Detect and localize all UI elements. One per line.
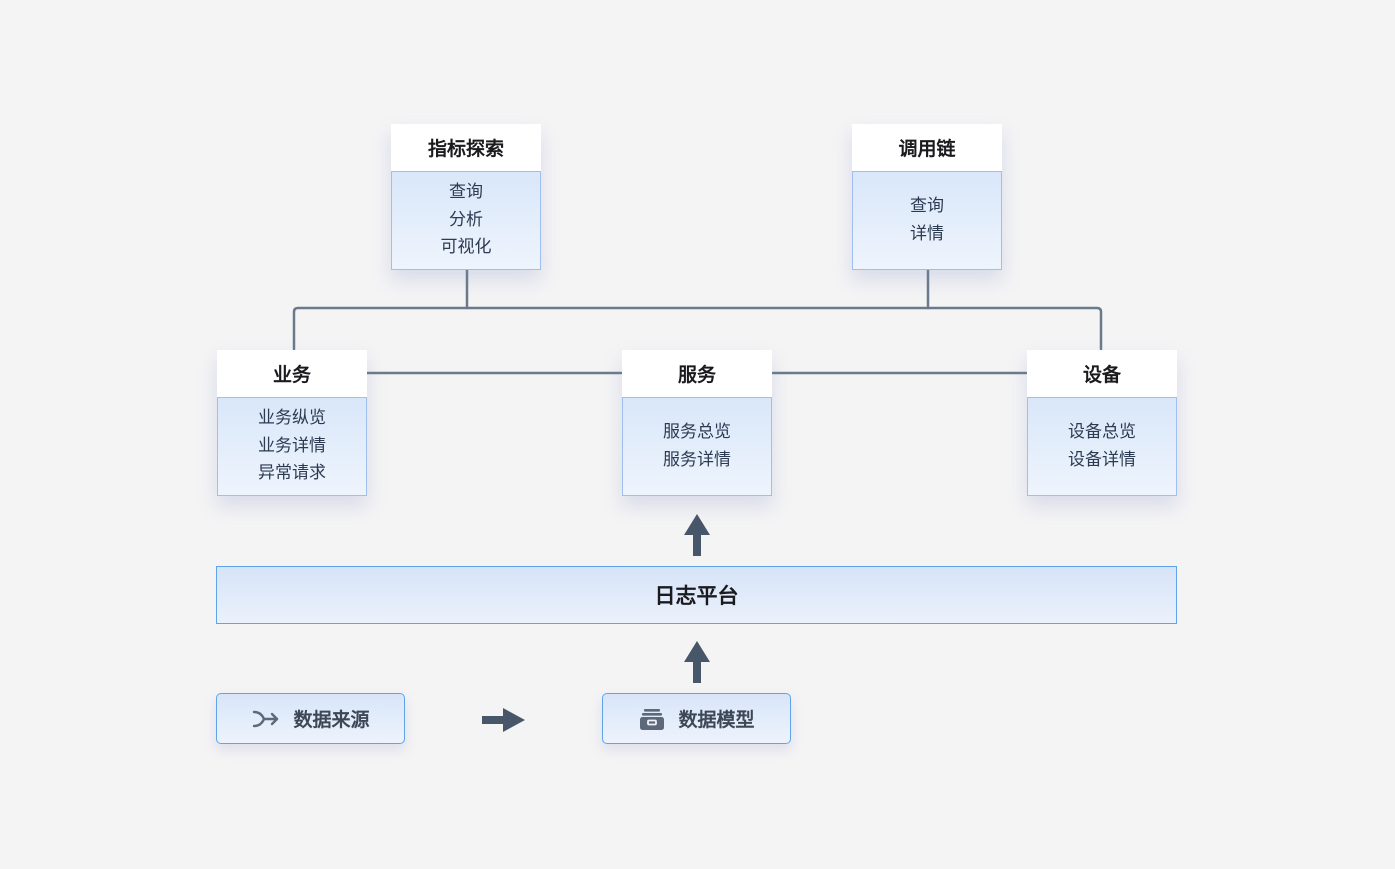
arrow-up-upper-icon [684, 514, 710, 556]
log-platform-bar[interactable]: 日志平台 [216, 566, 1177, 624]
card-body: 设备总览 设备详情 [1027, 397, 1177, 496]
card-body: 服务总览 服务详情 [622, 397, 772, 496]
card-item: 设备总览 [1068, 422, 1136, 442]
card-title: 调用链 [852, 124, 1002, 171]
card-title: 设备 [1027, 350, 1177, 397]
arrow-right-icon [482, 708, 525, 732]
card-title: 指标探索 [391, 124, 541, 171]
card-body: 查询 分析 可视化 [391, 171, 541, 270]
card-item: 查询 [910, 196, 944, 216]
device-card[interactable]: 设备 设备总览 设备详情 [1027, 350, 1177, 496]
business-card[interactable]: 业务 业务纵览 业务详情 异常请求 [217, 350, 367, 496]
arrow-up-lower-icon [684, 641, 710, 683]
card-item: 业务纵览 [258, 408, 326, 429]
data-model-box[interactable]: 数据模型 [602, 693, 791, 744]
service-card[interactable]: 服务 服务总览 服务详情 [622, 350, 772, 496]
card-title: 业务 [217, 350, 367, 397]
card-body: 业务纵览 业务详情 异常请求 [217, 397, 367, 496]
merge-arrow-icon [251, 708, 281, 730]
metrics-card[interactable]: 指标探索 查询 分析 可视化 [391, 124, 541, 270]
card-item: 可视化 [440, 237, 492, 258]
card-item: 服务详情 [663, 449, 731, 470]
card-title: 服务 [622, 350, 772, 397]
trace-card[interactable]: 调用链 查询 详情 [852, 124, 1002, 270]
card-body: 查询 详情 [852, 171, 1002, 270]
data-source-label: 数据来源 [293, 709, 370, 731]
card-item: 设备详情 [1068, 449, 1136, 470]
card-item: 业务详情 [258, 435, 326, 456]
card-item: 详情 [910, 223, 944, 244]
card-item: 查询 [449, 182, 483, 203]
archive-box-icon [638, 707, 666, 731]
data-source-box[interactable]: 数据来源 [216, 693, 405, 744]
card-item: 异常请求 [258, 463, 326, 484]
card-item: 服务总览 [663, 422, 731, 442]
data-model-label: 数据模型 [678, 709, 755, 731]
card-item: 分析 [449, 209, 483, 230]
bus-line [292, 306, 1103, 351]
